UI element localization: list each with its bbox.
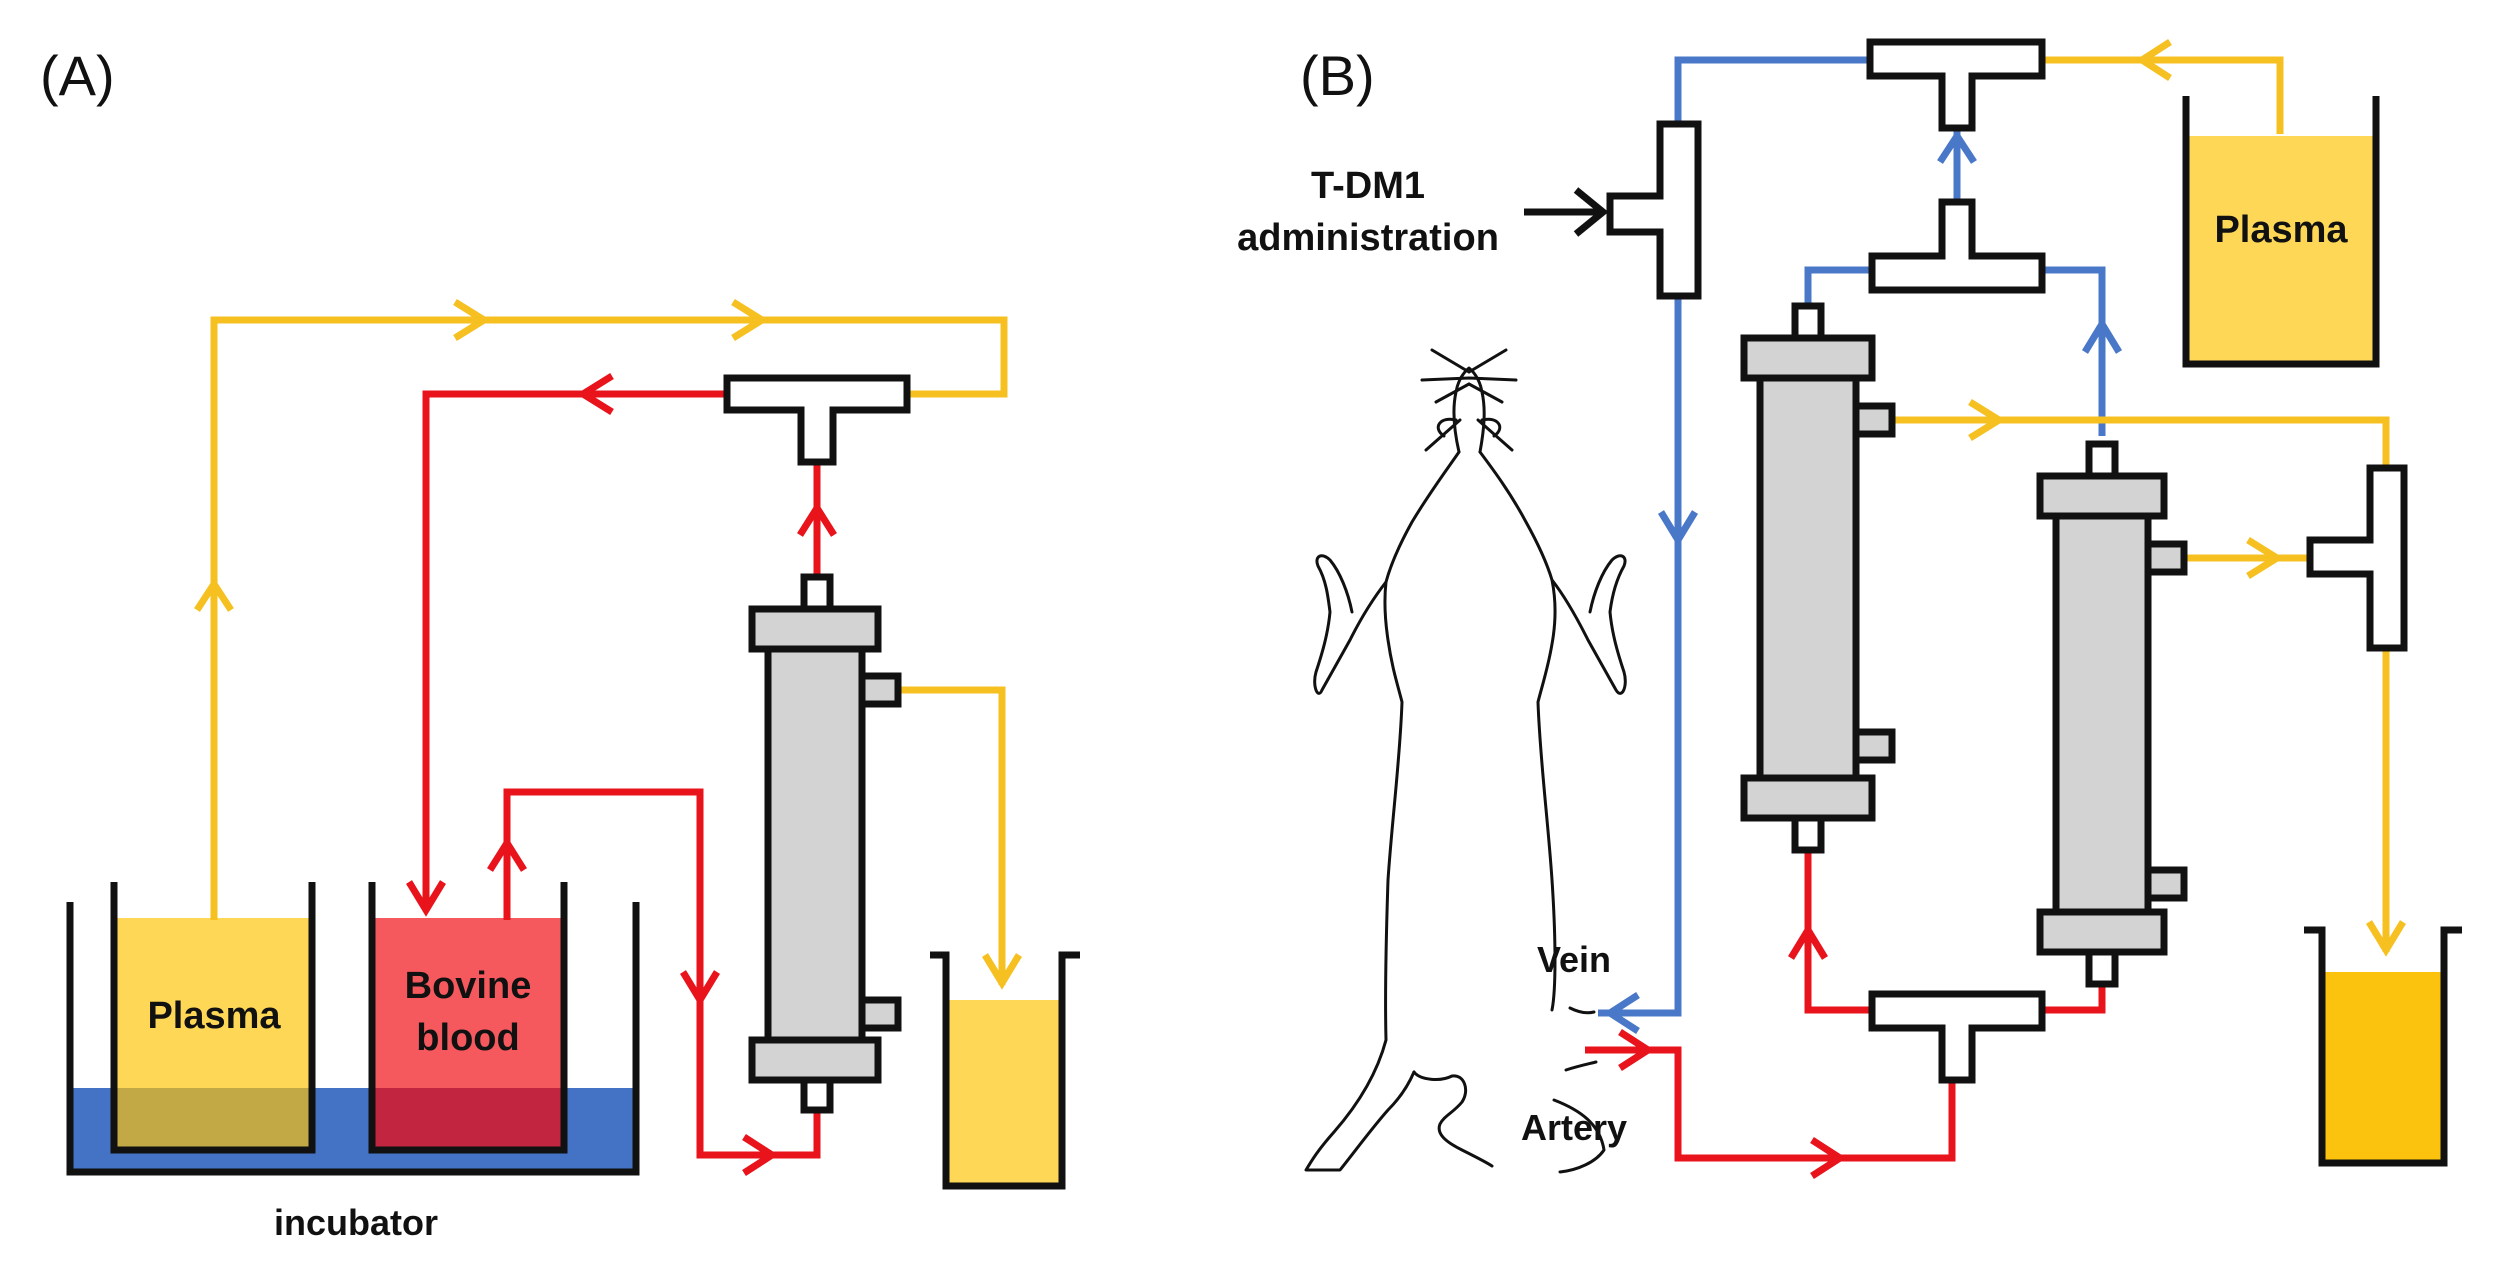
tdm1-label-line2: administration	[1237, 217, 1499, 259]
filtrate-beaker-b	[2304, 926, 2462, 1167]
incubator-label: incubator	[274, 1202, 438, 1243]
tee-filtrate	[2306, 464, 2408, 652]
hemofilter-b2	[2036, 440, 2188, 988]
bovine-blood-label-line2: blood	[416, 1017, 519, 1059]
plasma-reservoir-liquid	[116, 918, 310, 1088]
rat-body-right	[1478, 450, 1557, 1012]
plasma-label-a: Plasma	[147, 995, 281, 1037]
plasma-return-line-a	[210, 316, 1008, 920]
rat-ear-right	[1480, 417, 1502, 438]
rat-head	[1452, 366, 1486, 454]
vein-label: Vein	[1537, 939, 1611, 980]
hemofilter-a	[748, 573, 902, 1114]
arrow-plasma-left	[2135, 39, 2172, 81]
tee-connector-a	[723, 374, 911, 466]
arrow-blood-down	[406, 880, 446, 917]
arrow-vein-down	[1658, 510, 1698, 547]
tdm1-label-line1: T-DM1	[1311, 165, 1425, 207]
hemofilter-b1	[1740, 302, 1896, 854]
tee-tdm1	[1606, 120, 1702, 300]
panel-b-label: (B)	[1300, 44, 1375, 107]
arrow-plasma-right-1	[453, 299, 491, 341]
flow-arrows-a	[194, 299, 1022, 1176]
rat-whiskers	[1420, 348, 1518, 452]
arrow-blood-up-2	[797, 501, 837, 537]
arrow-blue-up-1	[1937, 129, 1977, 164]
filtered-blood-line-2	[2042, 266, 2106, 436]
flow-arrows-b	[1603, 39, 2406, 1179]
arrow-artery-up	[1788, 923, 1828, 960]
arrow-blood-right	[742, 1134, 779, 1176]
arrow-blood-left	[576, 373, 614, 415]
arterial-branch-left	[1804, 850, 1872, 1014]
rat-incision	[1564, 1006, 1598, 1072]
plasma-label-b: Plasma	[2214, 209, 2348, 251]
arterial-branch-right	[2042, 984, 2106, 1014]
rat-right-arm	[1550, 554, 1627, 695]
rat-left-arm	[1313, 554, 1388, 695]
arrow-blood-down-2	[680, 970, 720, 1007]
arrow-plasma-up	[194, 577, 234, 612]
filtrate-beaker-a	[930, 951, 1080, 1190]
arrow-filtrate-right-1	[1968, 399, 2006, 441]
filtered-blood-line	[1804, 266, 1872, 306]
arrow-plasma-right-2	[731, 299, 769, 341]
blood-reservoir-submerged	[374, 1088, 562, 1150]
filtrate-beaker-a-liquid	[948, 1000, 1060, 1185]
plasma-source-liquid	[2186, 136, 2376, 364]
rat-body	[1304, 450, 1461, 1172]
arrow-artery-right	[1618, 1029, 1655, 1071]
plasma-feed-line-b	[2042, 56, 2284, 134]
plasma-reservoir-wall	[110, 882, 316, 1154]
arrow-blood-up	[487, 836, 527, 872]
bovine-blood-label-line1: Bovine	[405, 965, 532, 1007]
blood-supply-line-a	[503, 788, 821, 1159]
panel-b: (B) Plasma	[1237, 38, 2462, 1179]
panel-a-label: (A)	[40, 44, 115, 107]
panel-a: (A) Plasma Bovine blood incubator	[40, 44, 1080, 1243]
filtrate-beaker-b-liquid	[2324, 972, 2442, 1162]
tee-bottom	[1868, 990, 2046, 1084]
tdm1-injection-arrowhead	[1573, 187, 1609, 237]
blood-reservoir-wall	[368, 882, 568, 1154]
arrow-filtrate-down	[982, 953, 1022, 990]
artery-label: Artery	[1521, 1107, 1627, 1148]
rat-hind-leg	[1412, 1070, 1494, 1168]
rat-tail	[1552, 1098, 1606, 1174]
rat-outline	[1304, 348, 1627, 1174]
filtrate-line-b-1	[1884, 416, 2390, 468]
arrow-filtrate-down-b	[2366, 920, 2406, 957]
arrow-filtrate-right-2	[2246, 537, 2284, 579]
tee-top	[1866, 38, 2046, 132]
incubator-wall	[66, 902, 640, 1176]
rat-ear-left	[1436, 417, 1458, 438]
plasma-source-beaker	[2182, 96, 2380, 368]
filtrate-line-a	[898, 686, 1006, 985]
arrow-artery-right-2	[1810, 1137, 1847, 1179]
arterial-line	[1585, 1046, 1956, 1162]
plasma-reservoir-submerged	[116, 1088, 310, 1150]
blood-reservoir-liquid	[374, 918, 562, 1088]
arrow-vein-left	[1603, 992, 1640, 1034]
blood-return-line-a	[422, 390, 727, 910]
arrow-blue-up-2	[2082, 317, 2122, 354]
tee-upper	[1868, 198, 2046, 294]
